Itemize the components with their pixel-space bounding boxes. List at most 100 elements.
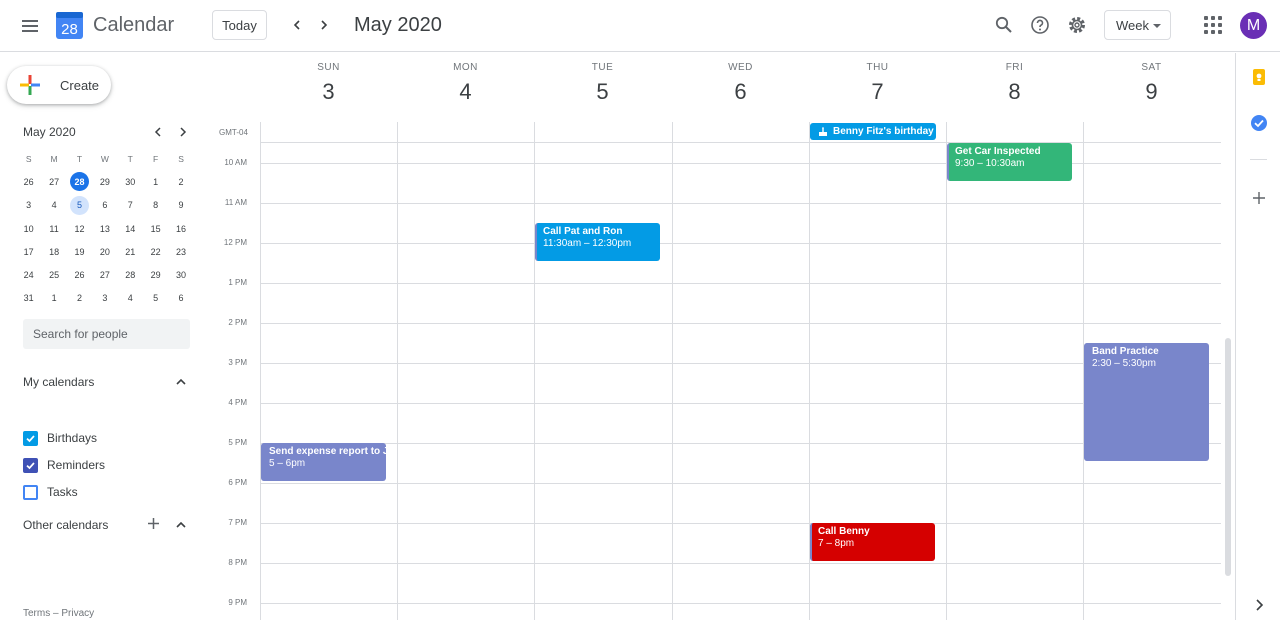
- mini-day[interactable]: 2: [178, 176, 184, 187]
- mini-day[interactable]: 26: [23, 176, 34, 187]
- today-button[interactable]: Today: [212, 10, 267, 40]
- mini-day[interactable]: 1: [51, 293, 57, 304]
- mini-day[interactable]: 30: [176, 270, 187, 281]
- week-scrollbar[interactable]: [1225, 338, 1231, 576]
- view-selector[interactable]: Week: [1104, 10, 1171, 40]
- mini-day[interactable]: 27: [99, 270, 110, 281]
- mini-day[interactable]: 28: [125, 270, 136, 281]
- mini-day[interactable]: 14: [125, 223, 136, 234]
- mini-day[interactable]: 27: [49, 176, 60, 187]
- mini-day[interactable]: 28: [67, 170, 92, 193]
- other-calendars-title[interactable]: Other calendars: [23, 518, 109, 532]
- mini-day[interactable]: 16: [176, 223, 187, 234]
- account-avatar[interactable]: M: [1240, 12, 1267, 39]
- caret-down-icon: [1153, 24, 1161, 28]
- mini-next-month-button[interactable]: [174, 124, 192, 140]
- mini-day[interactable]: 15: [150, 223, 161, 234]
- hour-gridline: [260, 163, 1221, 164]
- event-send-expense-report-to-jim[interactable]: Send expense report to Jim5 – 6pm: [261, 443, 386, 481]
- side-panel-divider: [1250, 159, 1267, 160]
- allday-event-title: Benny Fitz's birthday: [833, 126, 934, 137]
- create-button[interactable]: Create: [7, 66, 111, 104]
- mini-day[interactable]: 24: [23, 270, 34, 281]
- mini-day[interactable]: 23: [176, 246, 187, 257]
- chevron-up-icon[interactable]: [175, 376, 187, 388]
- previous-week-button[interactable]: [284, 12, 310, 38]
- mini-day[interactable]: 12: [74, 223, 85, 234]
- mini-day[interactable]: 5: [153, 293, 159, 304]
- mini-calendar-month: May 2020: [23, 125, 76, 139]
- mini-day[interactable]: 3: [26, 200, 32, 211]
- terms-link[interactable]: Terms: [23, 608, 51, 619]
- mini-day[interactable]: 6: [178, 293, 184, 304]
- privacy-link[interactable]: Privacy: [61, 608, 95, 619]
- my-calendars-title[interactable]: My calendars: [23, 375, 95, 389]
- mini-day[interactable]: 8: [153, 200, 159, 211]
- mini-day[interactable]: 11: [49, 223, 59, 234]
- calendar-item-tasks[interactable]: Tasks: [23, 483, 78, 501]
- mini-day[interactable]: 4: [127, 293, 133, 304]
- hour-gridline: [260, 523, 1221, 524]
- chevron-up-icon[interactable]: [175, 519, 187, 531]
- mini-day[interactable]: 2: [76, 293, 82, 304]
- mini-prev-month-button[interactable]: [149, 124, 167, 140]
- mini-day[interactable]: 17: [23, 246, 34, 257]
- chevron-right-icon[interactable]: [1250, 596, 1268, 614]
- week-grid[interactable]: [260, 122, 1221, 620]
- mini-day[interactable]: 9: [178, 200, 184, 211]
- mini-dow-label: M: [50, 153, 58, 164]
- mini-day[interactable]: 20: [99, 246, 110, 257]
- mini-day[interactable]: 13: [99, 223, 110, 234]
- apps-grid-icon[interactable]: [1204, 16, 1222, 34]
- event-title: Send expense report to Jim: [269, 446, 386, 457]
- allday-event-birthday[interactable]: Benny Fitz's birthday: [810, 123, 936, 140]
- search-people-input[interactable]: [23, 319, 190, 349]
- calendar-checkbox[interactable]: [23, 457, 38, 473]
- tasks-icon[interactable]: [1250, 114, 1268, 132]
- day-column-divider: [1083, 122, 1084, 620]
- event-title: Band Practice: [1092, 346, 1159, 357]
- mini-day[interactable]: 1: [153, 176, 159, 187]
- keep-icon[interactable]: [1250, 68, 1268, 86]
- hour-gridline: [260, 563, 1221, 564]
- mini-day[interactable]: 25: [49, 270, 60, 281]
- next-week-button[interactable]: [311, 12, 337, 38]
- main-menu-button[interactable]: [10, 6, 50, 46]
- mini-day[interactable]: 26: [74, 270, 85, 281]
- mini-day[interactable]: 22: [150, 246, 161, 257]
- mini-day[interactable]: 6: [102, 200, 108, 211]
- mini-day[interactable]: 3: [102, 293, 108, 304]
- calendar-checkbox[interactable]: [23, 430, 38, 446]
- mini-day[interactable]: 29: [99, 176, 110, 187]
- calendar-item-reminders[interactable]: Reminders: [23, 456, 105, 474]
- calendar-item-birthdays[interactable]: Birthdays: [23, 429, 97, 447]
- mini-day[interactable]: 7: [127, 200, 133, 211]
- mini-day[interactable]: 5: [67, 194, 92, 217]
- mini-day[interactable]: 29: [150, 270, 161, 281]
- mini-day[interactable]: 21: [125, 246, 136, 257]
- mini-day[interactable]: 31: [23, 293, 34, 304]
- settings-button[interactable]: [1064, 12, 1090, 38]
- add-addon-icon[interactable]: [1250, 189, 1268, 207]
- help-button[interactable]: [1027, 12, 1053, 38]
- event-time: 11:30am – 12:30pm: [543, 238, 632, 249]
- search-button[interactable]: [991, 12, 1017, 38]
- calendar-checkbox[interactable]: [23, 484, 38, 500]
- mini-day[interactable]: 19: [74, 246, 85, 257]
- add-calendar-icon[interactable]: [147, 517, 160, 530]
- mini-day[interactable]: 30: [125, 176, 136, 187]
- mini-day[interactable]: 10: [23, 223, 34, 234]
- mini-day[interactable]: 18: [49, 246, 60, 257]
- mini-day[interactable]: 4: [51, 200, 57, 211]
